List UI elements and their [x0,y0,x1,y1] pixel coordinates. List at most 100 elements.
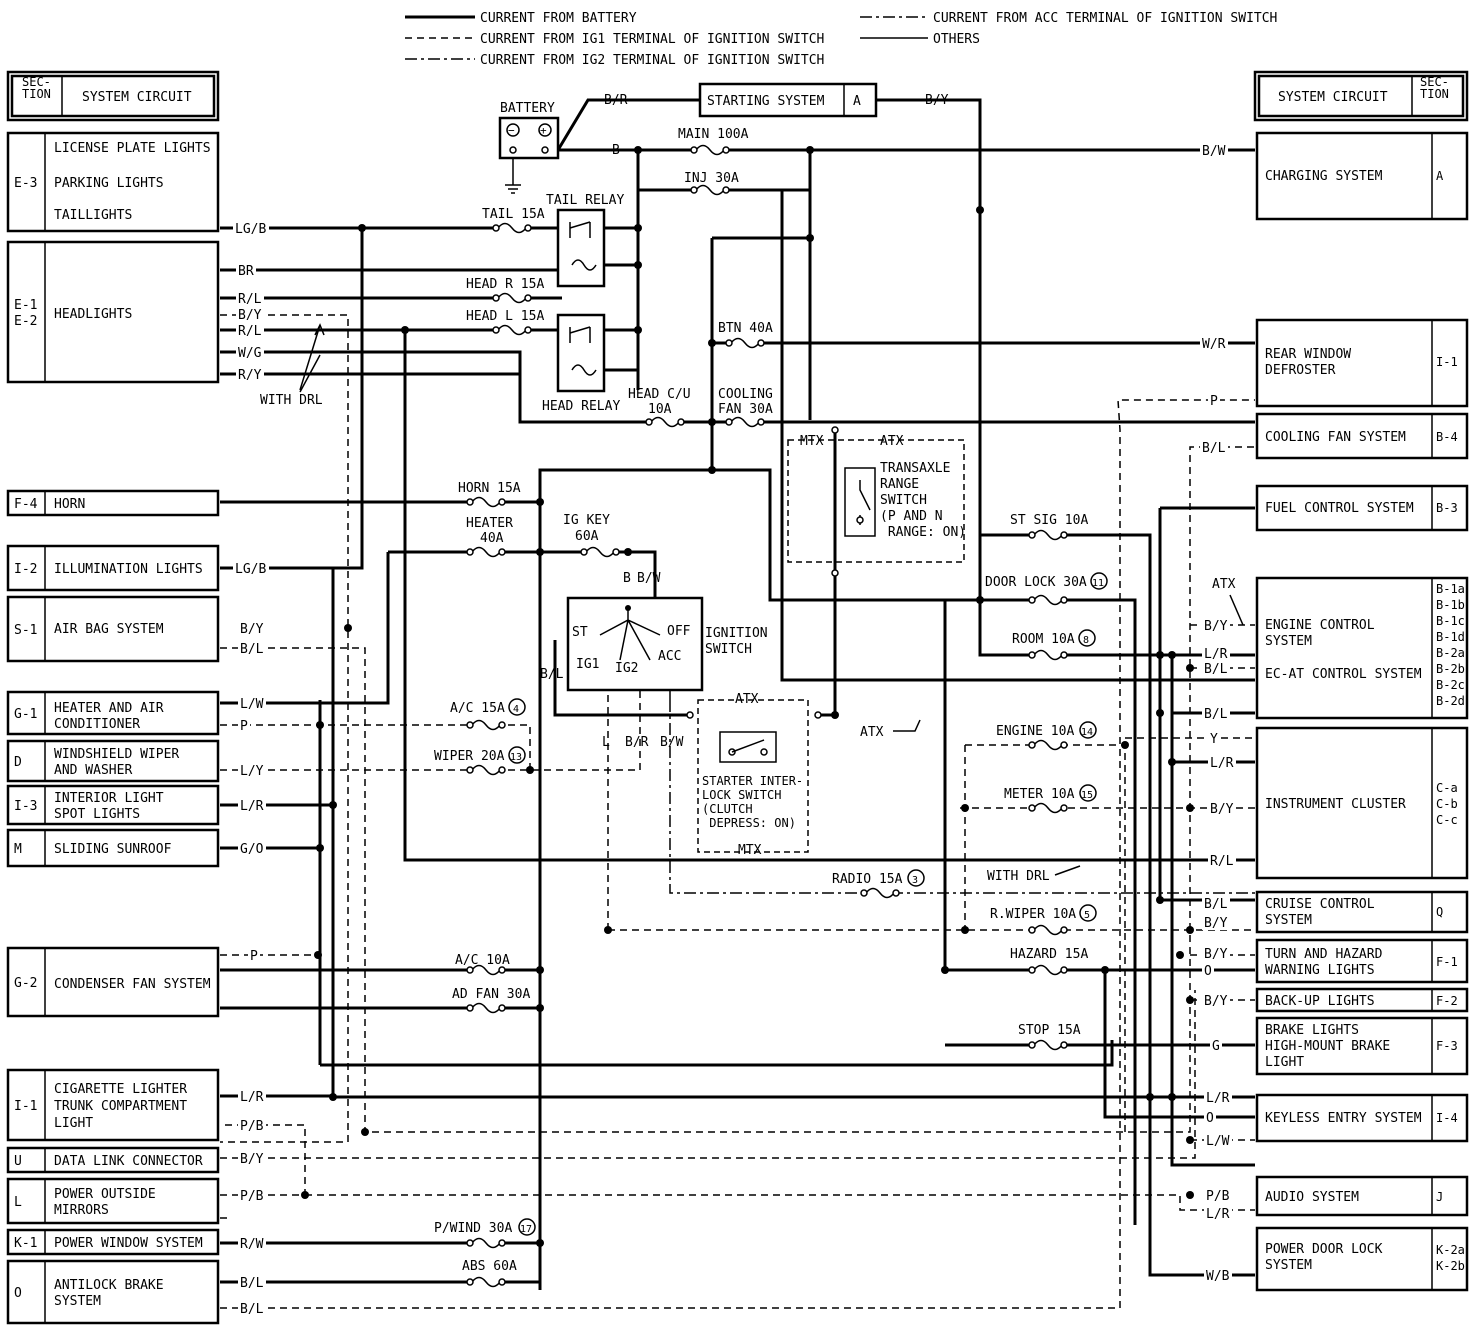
fuse-terminal-b-13 [1060,651,1068,659]
header-right-circuit: SYSTEM CIRCUIT [1278,90,1388,105]
right-system-section-6: Q [1436,905,1443,919]
fuse-terminal-a-16 [1028,741,1036,749]
fuse-main: MAIN 100A [678,127,749,142]
junction-dot-31 [1121,741,1129,749]
fuse-terminal-b-20 [1060,966,1068,974]
wire-right-7-1: O [1204,964,1212,979]
junction-dot-29 [961,926,969,934]
starting-section: A [853,94,861,109]
note-atx-right: ATX [1212,577,1236,592]
right-system-label-6-0: CRUISE CONTROL [1265,897,1375,912]
fuse-terminal-b-12 [1060,596,1068,604]
ign-terminal-st: ST [572,625,588,640]
junction-dot-42 [1186,1136,1194,1144]
junction-dot-41 [1186,996,1194,1004]
fuse-radio: RADIO 15A [832,872,903,887]
right-system-label-11-0: AUDIO SYSTEM [1265,1190,1359,1205]
wire-left-6: L/Y [240,764,264,779]
fuse-number-pwind: 17 [520,1224,532,1235]
left-system-section-5: G-1 [14,707,37,722]
wire-right-12: W/B [1206,1269,1230,1284]
fuse-igkey-rating: 60A [575,529,599,544]
wire-right-4-3: B/L [1204,707,1228,722]
fuse-terminal-a-10 [580,548,588,556]
right-system-label-4-1: SYSTEM [1265,634,1312,649]
fuse-terminal-b-11 [1060,531,1068,539]
left-system-label-12-0: POWER OUTSIDE [54,1187,156,1202]
fuse-terminal-a-15 [466,766,474,774]
header-left-circuit: SYSTEM CIRCUIT [82,90,192,105]
ign-wire-b: B [623,571,631,586]
header-left: SEC-TION SYSTEM CIRCUIT [6,70,220,122]
left-system-label-13-0: POWER WINDOW SYSTEM [54,1236,203,1251]
ign-wire-bw2: B/W [660,735,684,750]
junction-dot-3 [634,261,642,269]
battery: BATTERY − + B [498,101,620,194]
junction-dot-26 [361,1128,369,1136]
left-system-section-10: I-1 [14,1099,37,1114]
starter-atx: ATX [735,692,759,707]
junction-dot-43 [1186,1191,1194,1199]
note-atx: ATX [860,725,884,740]
note-with-drl-1: WITH DRL [260,393,323,408]
right-system-section-7: F-1 [1436,955,1458,969]
wire-right-8: B/Y [1204,994,1228,1009]
fuse-meter: METER 10A [1004,787,1075,802]
wire-right-10-0: L/R [1206,1091,1230,1106]
fuse-terminal-a-20 [1028,966,1036,974]
left-system-label-11-0: DATA LINK CONNECTOR [54,1154,203,1169]
wire-labels: LG/BBRR/LB/YR/LW/GR/YLG/BB/YB/LL/WPL/YL/… [233,143,1236,1317]
wire-left-12: P/B [240,1189,264,1204]
fuse-abs: ABS 60A [462,1259,517,1274]
fuse-head-cu-rating: 10A [648,402,672,417]
right-system-label-9-1: HIGH-MOUNT BRAKE [1265,1039,1390,1054]
header-left-section: SEC-TION [22,75,51,101]
legend-ig2: CURRENT FROM IG2 TERMINAL OF IGNITION SW… [480,53,824,68]
junction-dot-35 [1168,758,1176,766]
left-system-section-14: O [14,1286,22,1301]
fuse-terminal-a-1 [690,186,698,194]
fuse-terminal-a-3 [492,294,500,302]
fuse-number-rwiper: 5 [1084,910,1090,921]
wire-right-5-1: L/R [1210,756,1234,771]
junction-dot-27 [301,1191,309,1199]
wire-right-7-0: B/Y [1204,947,1228,962]
transaxle-atx: ATX [880,434,904,449]
junction-dot-2 [634,224,642,232]
left-system-label-7-0: INTERIOR LIGHT [54,791,164,806]
fuse-icon-6 [650,416,680,428]
fuse-ac15: A/C 15A [450,701,505,716]
fuse-icon-11 [1033,529,1063,541]
left-system-section-2: F-4 [14,497,38,512]
battery-minus-icon: − [508,124,515,137]
junction-dot-18 [314,951,322,959]
right-system-section-9: F-3 [1436,1039,1458,1053]
fuse-terminal-b-19 [1060,926,1068,934]
starter-label: STARTER INTER-LOCK SWITCH(CLUTCH DEPRESS… [702,774,803,830]
ign-wire-l: L [602,735,610,750]
wire-left-1-2: B/Y [238,308,262,323]
left-system-label-5-0: HEATER AND AIR [54,701,164,716]
fuse-icon-4 [497,324,527,336]
fuse-terminal-b-21 [498,966,506,974]
fuse-terminal-a-5 [725,339,733,347]
notes: WITH DRL WITH DRL ATX ATX [260,323,1244,884]
battery-plus-icon: + [540,124,547,137]
fuse-terminal-a-0 [690,146,698,154]
right-system-label-3-0: FUEL CONTROL SYSTEM [1265,501,1414,516]
right-system-label-7-0: TURN AND HAZARD [1265,947,1383,962]
starting-system: STARTING SYSTEM A B/R B/Y [604,82,949,118]
junction-dot-46 [831,711,839,719]
left-system-section-0: E-3 [14,176,37,191]
right-system-section-0: A [1436,169,1444,183]
